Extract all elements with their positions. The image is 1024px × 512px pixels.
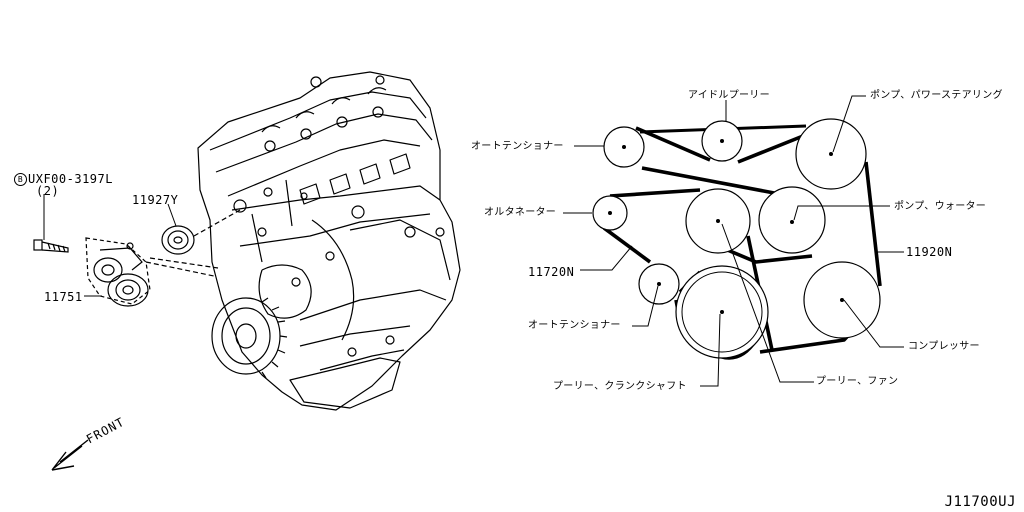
front-arrow-icon — [51, 439, 89, 471]
belt-11720n-label: 11720N — [528, 265, 575, 279]
idler-pulley-part — [161, 209, 241, 255]
auto-tensioner-top-label: オートテンショナー — [471, 141, 564, 152]
diagram-code: J11700UJ — [944, 494, 1016, 510]
bolt-ref-marker: B — [14, 173, 27, 186]
belt-leader-lines — [563, 95, 904, 387]
fan-pulley-label: プーリー、ファン — [816, 376, 899, 387]
power-steering-pump-label: ポンプ、パワーステアリング — [870, 90, 1003, 101]
water-pump-label: ポンプ、ウォーター — [894, 201, 987, 212]
bolt-qty-label: (2) — [36, 184, 60, 198]
tensioner-part — [85, 237, 219, 307]
engine-leader-lines — [43, 194, 177, 297]
bolt-ref-number: UXF00-3197L — [28, 172, 113, 186]
auto-tensioner-bottom-label: オートテンショナー — [528, 320, 621, 331]
belt-11920n-label: 11920N — [906, 245, 953, 259]
tensioner-part-number: 11751 — [44, 290, 83, 304]
idler-pulley-label: アイドルプーリー — [688, 90, 770, 101]
alternator-label: オルタネーター — [484, 207, 557, 218]
idler-part-number: 11927Y — [132, 193, 179, 207]
belt-routing-diagram — [563, 95, 904, 387]
crankshaft-pulley-label: プーリー、クランクシャフト — [553, 381, 687, 392]
compressor-label: コンプレッサー — [908, 341, 980, 352]
bolt-part — [33, 239, 69, 253]
engine-block-illustration — [197, 71, 461, 411]
